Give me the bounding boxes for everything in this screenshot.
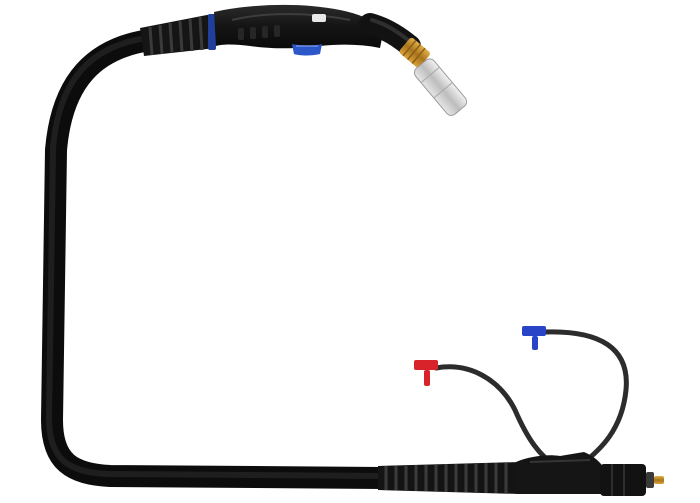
connector-pin [654,476,664,484]
torch-rear-strain-relief [140,14,216,56]
gooseneck-ring [399,37,430,68]
blue-hose-connector [522,326,546,336]
main-cable [40,29,401,489]
brand-badge [312,14,326,22]
red-hose-connector [414,360,438,370]
strain-relief-spring [378,462,520,494]
torch-handle [214,4,384,49]
water-hose-red [414,360,559,469]
water-hose-blue [522,326,629,467]
contact-nozzle [413,58,468,116]
trigger [292,44,322,56]
central-connector [600,464,664,496]
splitter-block [516,452,604,494]
